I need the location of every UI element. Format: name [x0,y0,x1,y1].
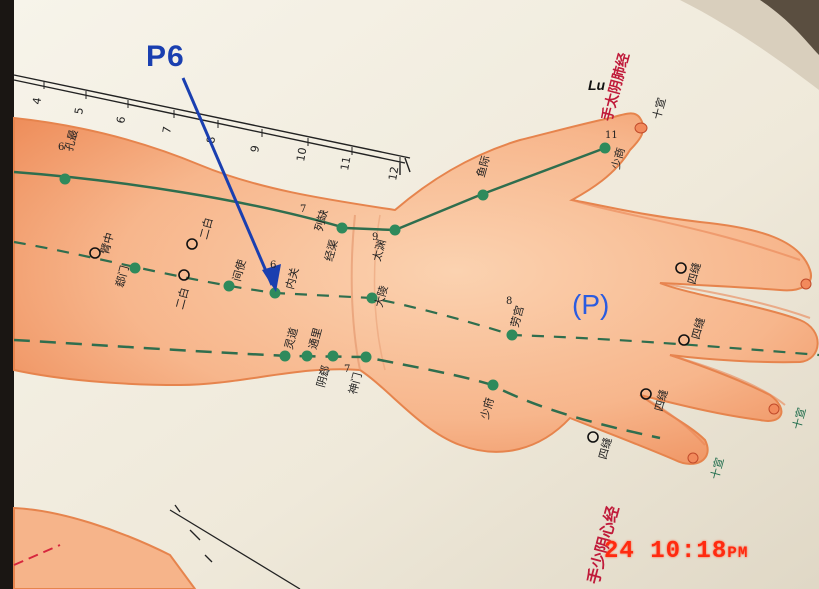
thumb-nail [635,123,647,133]
shaofu-point [488,380,499,391]
scale-number: 11 [338,155,353,171]
p6-annotation: P6 [146,40,185,74]
jingqu-point [337,223,348,234]
tongli-point [302,351,313,362]
fingernail [769,404,779,414]
fingernail [688,453,698,463]
taiyuan-number: 9 [372,232,378,243]
photo-edge [0,0,14,589]
taiyuan-point [390,225,401,236]
kongzui-point [60,174,71,185]
jianshi-point [224,281,235,292]
date-time-stamp: 24 10:18PM [604,538,748,565]
p-annotation: (P) [572,289,609,321]
shaoshang-point [600,143,611,154]
stamp-day: 24 [604,538,635,565]
stamp-time: 10:18 [650,538,727,565]
lingdao-point [280,351,291,362]
shaoshang-number: 11 [605,130,618,141]
stamp-ampm: PM [727,544,748,562]
lieque-number: 7 [300,204,306,215]
shenmen-point [361,352,372,363]
fingernail [801,279,811,289]
scale-number: 12 [386,165,401,181]
neiguan-number: 6 [270,260,276,271]
scale-number: 10 [294,146,309,162]
laogong-number: 8 [506,296,512,307]
shenmen-number: 7 [344,364,350,375]
yinxi-point [328,351,339,362]
lung-meridian-code: Lu [588,77,606,93]
yuji-point [478,190,489,201]
laogong-point [507,330,518,341]
kongzui-number: 6 [58,142,64,153]
